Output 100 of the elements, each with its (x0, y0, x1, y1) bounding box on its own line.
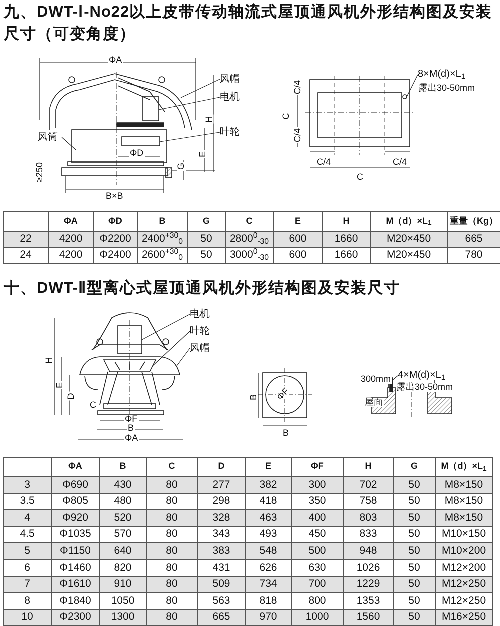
part-label: 风帽 (190, 342, 214, 355)
dimension-label: 露出30-50mm (418, 84, 476, 93)
table-cell: 500 (291, 542, 344, 560)
table-cell: 4200 (48, 231, 94, 248)
leader-line (142, 314, 190, 340)
dimension-label: C/4 (294, 80, 302, 96)
table-cell: 548 (245, 542, 292, 560)
table-cell: 948 (343, 542, 394, 560)
motor (118, 326, 142, 354)
title: 九、DWT-Ⅰ-No22以上皮带传动轴流式屋顶通风机外形结构图及安装尺寸（可变角度） (4, 2, 494, 45)
dimension-label: C/4 (392, 158, 408, 167)
table-cell: 50 (187, 231, 226, 248)
dimension-label: C (89, 401, 98, 410)
table-cell: 3 (3, 476, 52, 494)
dimension-label: D (66, 392, 76, 401)
dimension-label: G (177, 162, 186, 171)
leader-line (406, 74, 418, 98)
table-cell: Φ920 (51, 509, 100, 527)
part-label: 叶轮 (190, 325, 214, 338)
table-cell: 665 (447, 231, 500, 248)
table-cell: 24 (3, 247, 49, 264)
leader-line (62, 137, 76, 150)
table-cell: 463 (245, 509, 292, 527)
dimension-label: 屋面 (364, 398, 384, 407)
dimension-label: ΦF (124, 415, 139, 424)
dimension-label: B×B (105, 192, 124, 201)
part-label: 电机 (190, 308, 214, 321)
fan-hood (80, 356, 180, 376)
dimension-label: B (282, 429, 290, 438)
table-cell: 328 (197, 509, 246, 527)
table-cell: 1000 (291, 608, 344, 626)
part-label: 8×M(d)×L$_{1}$ (418, 69, 482, 81)
table-cell: Φ1150 (51, 542, 100, 560)
fan-duct (72, 130, 168, 164)
dimension-label: 露出30-50mm (396, 383, 454, 392)
table-cell: 10 (3, 608, 52, 626)
table-cell: Φ2300 (51, 608, 100, 626)
table-cell: Φ690 (51, 476, 100, 494)
table-cell: 50 (393, 542, 436, 560)
table-cell: 803 (343, 509, 394, 527)
table-cell: 430 (99, 476, 147, 494)
table-cell: 80 (146, 476, 198, 494)
part-label: 风帽 (220, 73, 244, 86)
leader-line (180, 79, 220, 98)
dimension-label: E (198, 150, 208, 158)
table-cell: 5 (3, 542, 52, 560)
table-cell: M20×450 (370, 231, 448, 248)
table-cell: Φ2200 (93, 231, 138, 248)
part-label: 风筒 (38, 131, 62, 144)
table-cell: 277 (197, 476, 246, 494)
leader-line (160, 132, 220, 142)
dimension-label: B (127, 424, 136, 433)
table-cell: 970 (245, 608, 292, 626)
part-label: 叶轮 (220, 126, 244, 139)
table-cell: 22 (3, 231, 49, 248)
table-cell: 300 (291, 476, 344, 494)
leader-line (152, 331, 190, 366)
anchor-bolt (402, 94, 408, 100)
dimension-label: 300mm (360, 375, 392, 384)
dimension-label: ΦA (124, 434, 140, 443)
table-cell: 4 (3, 509, 52, 527)
dimension-label: ΦD (129, 149, 145, 158)
table-cell: 382 (245, 476, 292, 494)
table-cell: 383 (197, 542, 246, 560)
dimension-label: ΦA (108, 56, 124, 65)
leader-line (176, 348, 190, 366)
table-cell: 80 (146, 542, 198, 560)
part-label: 4×M(d)×L$_{1}$ (398, 370, 462, 382)
table-cell: 50 (393, 608, 436, 626)
leader-line (158, 97, 220, 110)
table-cell: M10×200 (435, 542, 493, 560)
table-cell: M8×150 (435, 509, 493, 527)
dimension-label: C (282, 112, 291, 121)
dimension-label: H (44, 356, 54, 365)
table-cell: M16×250 (435, 608, 493, 626)
table-cell: 80 (146, 509, 198, 527)
section-heading: 十、DWT-Ⅱ型离心式屋顶通风机外形结构图及安装尺寸 (4, 278, 401, 299)
table-cell: 640 (99, 542, 147, 560)
table-cell: 1300 (99, 608, 147, 626)
dimension-label: H (204, 115, 214, 124)
dimension-label: C/4 (316, 158, 332, 167)
table-cell: 520 (99, 509, 147, 527)
table-cell: 80 (146, 608, 198, 626)
table-cell: M8×150 (435, 476, 493, 494)
fan-hood (50, 74, 192, 130)
leader-line (392, 376, 398, 382)
table-cell: 665 (197, 608, 246, 626)
table-cell: 600 (273, 231, 323, 248)
dimension-label: ≥250 (35, 162, 44, 184)
table-cell: 1660 (322, 231, 371, 248)
table-cell: 50 (393, 509, 436, 527)
table-cell: 400 (291, 509, 344, 527)
dimension-label: B (250, 394, 258, 402)
table-cell: 1560 (343, 608, 394, 626)
table-cell: 702 (343, 476, 394, 494)
dimension-label: C (356, 173, 364, 182)
part-label: 电机 (220, 91, 244, 104)
table-cell: 50 (393, 476, 436, 494)
dimension-label: E (56, 382, 64, 390)
dimension-label: C/4 (294, 128, 302, 144)
